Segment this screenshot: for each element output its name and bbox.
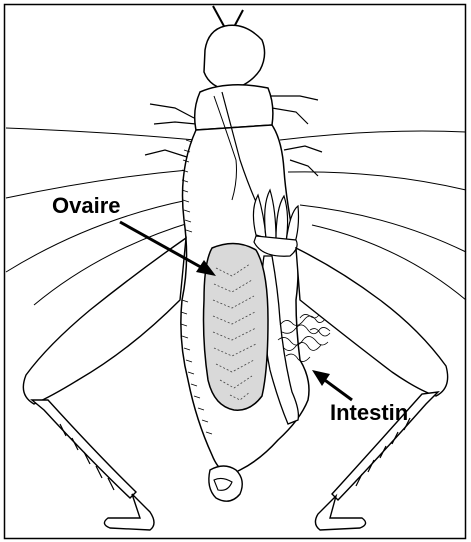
label-intestin: Intestin bbox=[330, 402, 408, 424]
ovary bbox=[204, 243, 269, 410]
antennae bbox=[213, 6, 243, 28]
hind-leg-left bbox=[23, 238, 186, 530]
arrow-intestin bbox=[312, 370, 352, 400]
thorax bbox=[195, 85, 273, 130]
head bbox=[204, 25, 265, 90]
hind-leg-right bbox=[296, 248, 448, 530]
label-ovaire: Ovaire bbox=[52, 195, 121, 217]
